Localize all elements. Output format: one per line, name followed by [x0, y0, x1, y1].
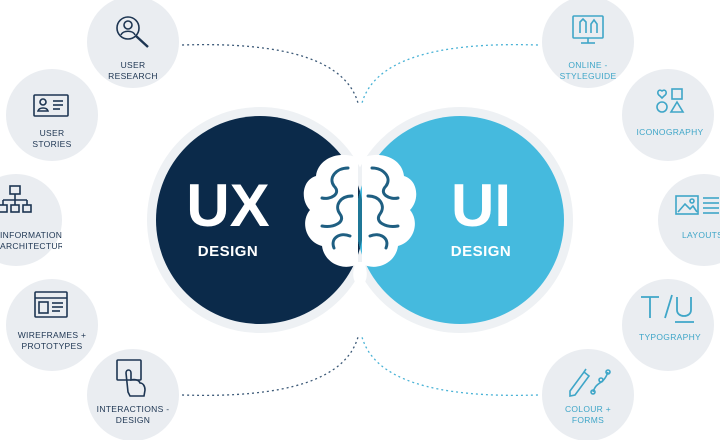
ux-node-user-stories — [6, 69, 98, 161]
ux-subtitle: DESIGN — [198, 243, 259, 260]
ux-connectors — [181, 43, 359, 397]
monitor-pens-icon — [572, 15, 604, 44]
ux-node-information-architecture — [0, 174, 62, 266]
ui-node-iconography — [622, 69, 714, 161]
ux-node-user-research — [87, 0, 179, 88]
shapes-icon — [656, 88, 685, 113]
ui-subtitle: DESIGN — [451, 243, 512, 260]
ui-node-online-styleguide — [542, 0, 634, 88]
ux-connector-top — [181, 43, 359, 104]
label-colour-forms: COLOUR + FORMS — [564, 404, 612, 425]
ui-connectors — [361, 43, 539, 397]
ui-node-typography — [622, 279, 714, 371]
ux-node-wireframes-prototypes — [6, 279, 98, 371]
label-layouts: LAYOUTS — [682, 230, 720, 240]
label-user-stories: USER STORIES — [32, 128, 72, 149]
sitemap-icon — [0, 185, 32, 213]
ux-title: UX — [186, 172, 269, 239]
hand-pointer-icon — [116, 359, 146, 397]
label-typography: TYPOGRAPHY — [638, 332, 702, 342]
ux-node-interactions-design — [87, 349, 179, 441]
text-format-icon — [641, 294, 694, 323]
label-interactions-design: INTERACTIONS - DESIGN — [96, 404, 170, 425]
ux-circle — [156, 116, 364, 324]
label-wireframes-prototypes: WIREFRAMES + PROTOTYPES — [17, 330, 87, 351]
ui-node-colour-forms — [542, 349, 634, 441]
ui-nodes — [542, 0, 720, 441]
label-online-styleguide: ONLINE - STYLEGUIDE — [559, 60, 617, 81]
brain-icon — [303, 154, 417, 286]
ui-circle — [356, 116, 564, 324]
ui-connector-bottom — [361, 336, 539, 397]
color-picker-icon — [569, 368, 611, 397]
browser-window-icon — [34, 291, 68, 318]
label-user-research: USER RESEARCH — [108, 60, 158, 81]
label-information-architecture: INFORMATION - ARCHITECTURE — [0, 230, 62, 251]
label-iconography: ICONOGRAPHY — [636, 127, 704, 137]
ui-title: UI — [451, 172, 511, 239]
ux-nodes — [0, 0, 179, 441]
user-search-icon — [116, 16, 149, 48]
image-text-icon — [675, 195, 719, 215]
user-card-icon — [33, 94, 69, 117]
ui-connector-top — [361, 43, 539, 104]
ux-connector-bottom — [181, 336, 359, 397]
ui-node-layouts — [658, 174, 720, 266]
